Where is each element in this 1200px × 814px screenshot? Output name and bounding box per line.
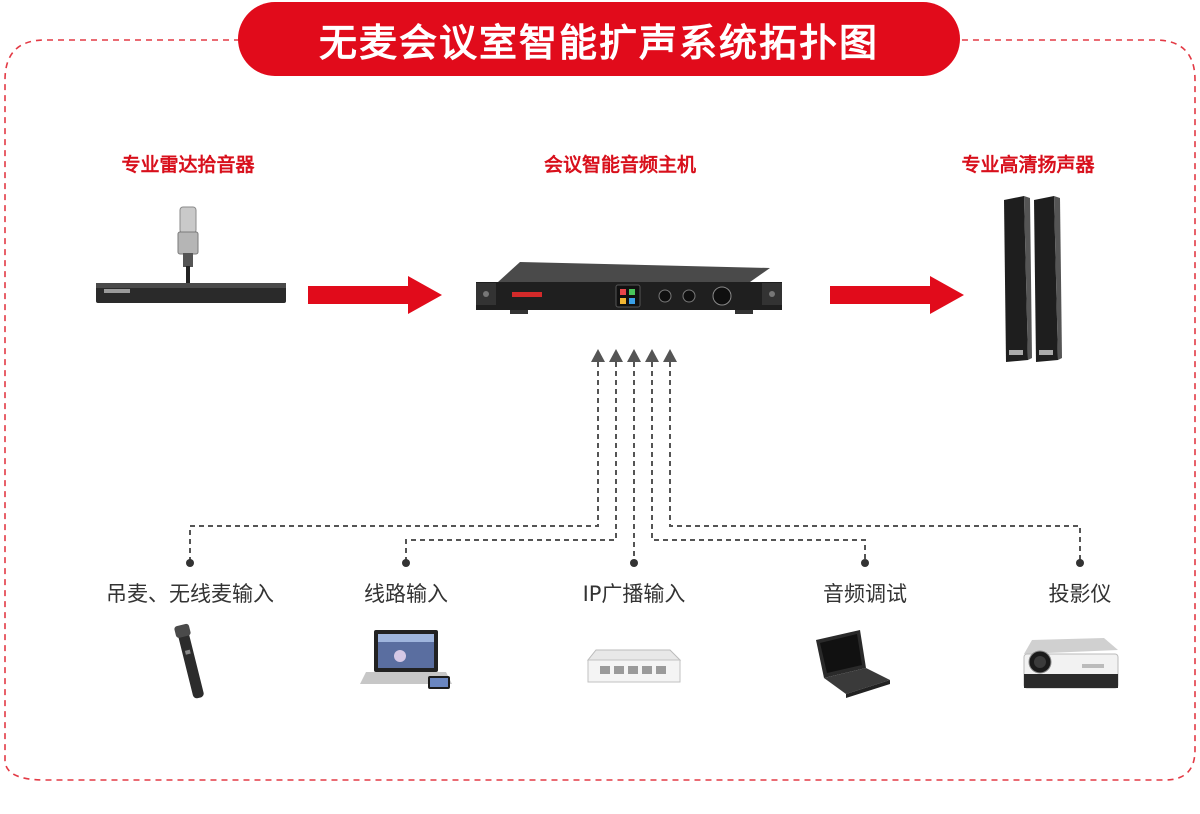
network-switch-icon: [586, 649, 682, 683]
label-audio-debug: 音频调试: [823, 582, 907, 606]
label-audio-host: 会议智能音频主机: [543, 154, 696, 176]
wireless-mic-icon: [174, 623, 204, 699]
outer-dashed-frame: [4, 39, 1196, 781]
radar-pickup-icon: [96, 206, 286, 303]
laptop-icon: [816, 630, 890, 698]
arrow-pickup-to-host: [308, 276, 442, 314]
audio-host-icon: [476, 262, 782, 314]
label-column-speaker: 专业高清扬声器: [961, 154, 1095, 176]
column-speaker-icon: [1004, 196, 1062, 362]
projector-icon: [1023, 638, 1119, 689]
input-connection-lines: [189, 362, 1081, 562]
diagram-title: 无麦会议室智能扩声系统拓扑图: [238, 2, 960, 76]
label-projector: 投影仪: [1048, 582, 1112, 606]
input-arrowheads: [591, 349, 677, 362]
input-endpoint-dots: [186, 559, 1084, 567]
label-wireless-mic-input: 吊麦、无线麦输入: [106, 582, 274, 606]
arrow-host-to-speaker: [830, 276, 964, 314]
label-line-input: 线路输入: [364, 582, 448, 606]
label-radar-pickup: 专业雷达拾音器: [121, 154, 255, 176]
label-ip-broadcast-input: IP广播输入: [582, 582, 686, 606]
laptop-phone-icon: [360, 630, 452, 689]
